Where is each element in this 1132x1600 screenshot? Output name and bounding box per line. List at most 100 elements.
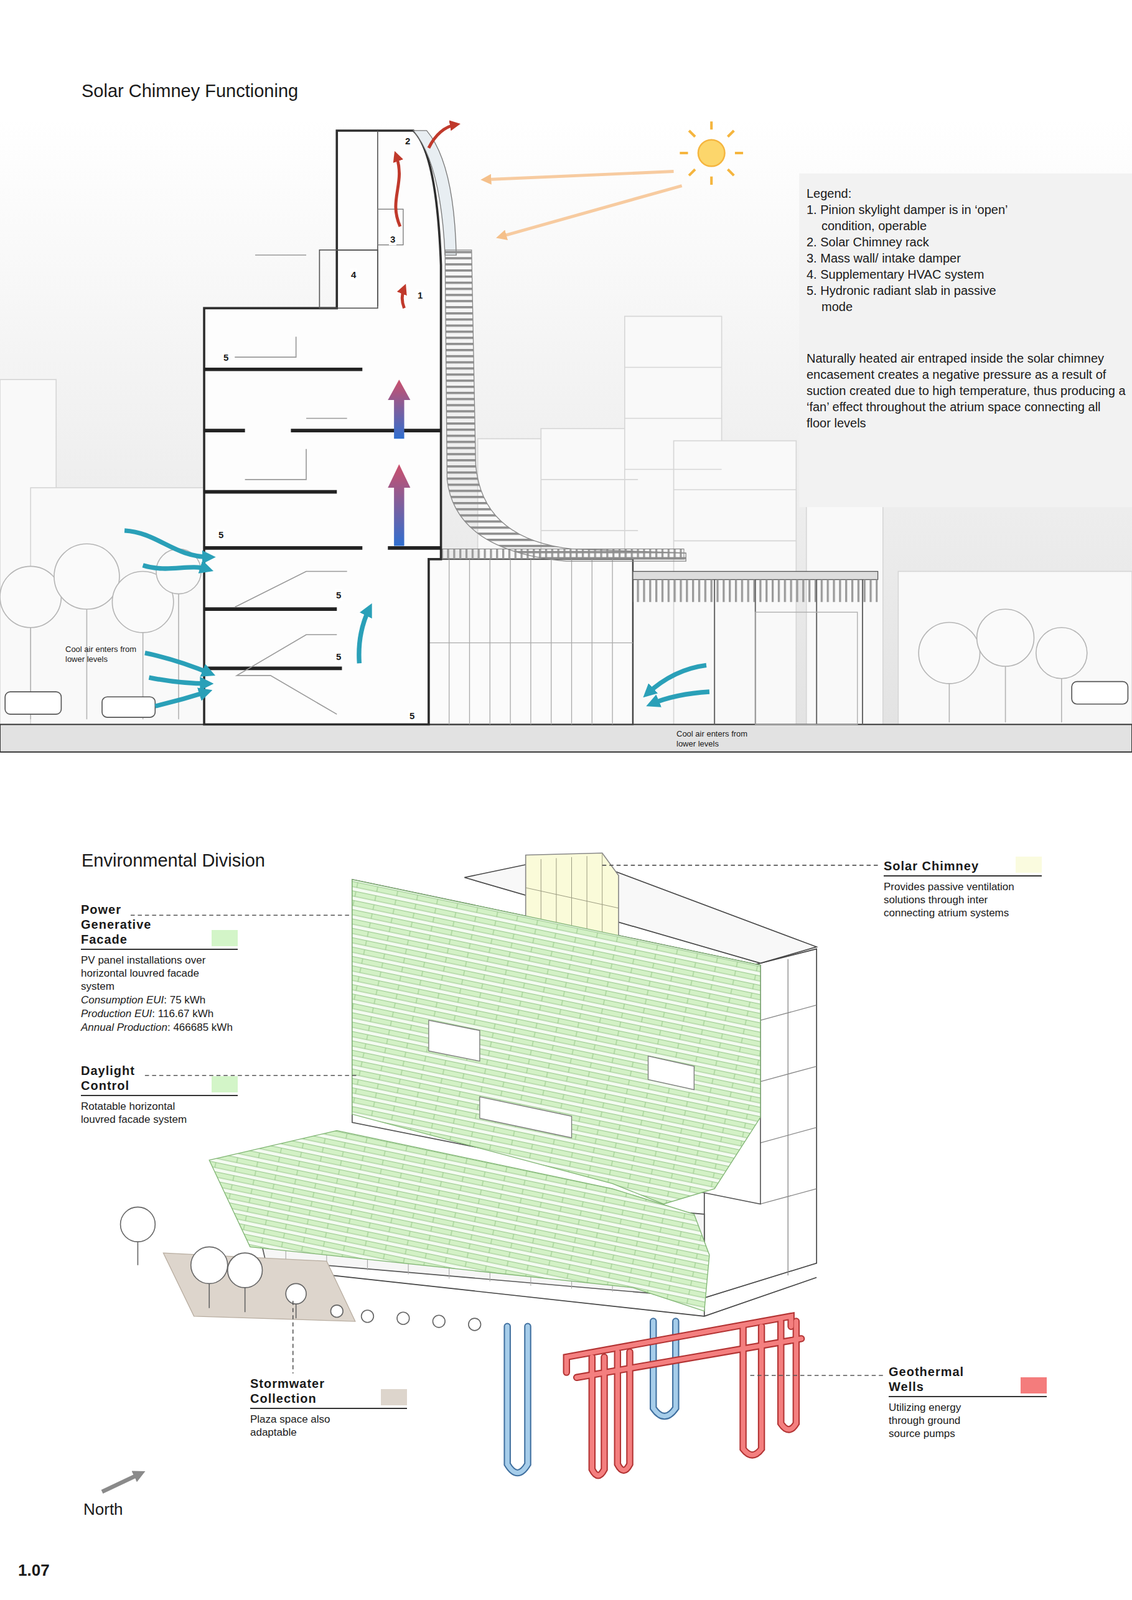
- tower-section: [234, 255, 347, 715]
- air-flow-arrows: [148, 677, 208, 684]
- trees: [54, 543, 120, 610]
- section-title: Environmental Division: [81, 849, 431, 872]
- plaza: [330, 1305, 343, 1319]
- callout-number: 2: [403, 135, 412, 147]
- geothermal-pipes: [507, 1326, 528, 1474]
- sun: [484, 171, 683, 238]
- sky: [0, 120, 1132, 726]
- plaza: [432, 1315, 445, 1329]
- plaza: [120, 1207, 482, 1331]
- legend-item: Daylight Control: [80, 1063, 238, 1097]
- building-volume: [760, 959, 817, 1276]
- legend-swatch: [1020, 1377, 1047, 1394]
- background-buildings: [806, 492, 884, 726]
- background-buildings: [540, 367, 796, 541]
- page-number: 1.07: [18, 1560, 50, 1582]
- legend-item: Solar Chimney: [883, 858, 1042, 877]
- ground: [0, 725, 1132, 753]
- energy-figure: Annual Production: 466685 kWh: [80, 1021, 243, 1035]
- callout-number: 5: [217, 528, 225, 541]
- air-flow-arrows: [124, 530, 710, 707]
- sun: [500, 186, 683, 238]
- value: : 116.67 kWh: [151, 1008, 214, 1020]
- tower-section: [319, 250, 378, 309]
- legend-item: Geothermal Wells: [888, 1364, 1047, 1398]
- plaza: [468, 1318, 482, 1332]
- cars: [4, 692, 61, 715]
- legend-heading: Geothermal Wells: [888, 1364, 983, 1395]
- geothermal-pipes: [566, 1316, 801, 1477]
- tower-section: [204, 369, 442, 669]
- podium: [632, 571, 879, 581]
- air-flow-arrows: [387, 464, 411, 546]
- legend-item: 2. Solar Chimney rack: [806, 233, 1012, 251]
- air-flow-arrows: [395, 154, 401, 227]
- legend-item: Power Generative Facade: [80, 902, 238, 951]
- geothermal-pipes: [743, 1326, 762, 1456]
- air-flow-arrows: [650, 692, 709, 705]
- geothermal-pipes: [617, 1352, 630, 1471]
- sun: [484, 121, 744, 237]
- legend-item: 3. Mass wall/ intake damper: [806, 250, 1012, 267]
- north-label: North: [83, 1499, 124, 1521]
- tower-section: [204, 130, 686, 726]
- podium: [755, 612, 858, 725]
- cars: [102, 696, 155, 718]
- airflow-note: Cool air enters from lower levels: [676, 729, 752, 750]
- section-drawing: [0, 120, 1132, 753]
- legend-swatch: [211, 930, 238, 947]
- value: : 75 kWh: [163, 994, 206, 1007]
- legend-swatch: [1015, 856, 1042, 874]
- louvred-facade: [428, 1020, 480, 1062]
- air-flow-arrows: [124, 124, 710, 707]
- leader-lines: [602, 865, 880, 867]
- plaza: [397, 1312, 410, 1325]
- leader-lines: [130, 914, 353, 917]
- callout-number: 5: [334, 650, 343, 663]
- louvred-facade: [209, 879, 761, 1312]
- sun: [679, 121, 744, 185]
- podium: [428, 559, 633, 726]
- geothermal-pipes: [566, 1316, 801, 1477]
- emphasis: Consumption EUI: [80, 994, 164, 1007]
- energy-figure: Production EUI: 116.67 kWh: [80, 1007, 243, 1021]
- trees: [977, 609, 1035, 667]
- air-flow-arrows: [154, 692, 208, 707]
- air-flow-arrows: [395, 124, 457, 309]
- podium: [714, 580, 863, 726]
- air-flow-arrows: [143, 565, 209, 571]
- background-buildings: [0, 316, 1132, 725]
- energy-figure: Consumption EUI: 75 kWh: [80, 993, 243, 1007]
- emphasis: Annual Production: [80, 1021, 168, 1034]
- trees: [918, 622, 980, 684]
- plaza: [361, 1310, 375, 1324]
- sun: [484, 171, 674, 180]
- callout-body: Provides passive ventilation solutions t…: [883, 880, 1018, 920]
- section-title: Solar Chimney Functioning: [81, 79, 431, 103]
- tower-section: [377, 209, 404, 245]
- legend-heading: Legend:: [806, 185, 1012, 202]
- callout-number: 3: [388, 233, 397, 246]
- callout-number: 5: [334, 589, 343, 602]
- legend-heading: Solar Chimney: [883, 858, 1009, 874]
- callout-number: 5: [222, 351, 230, 364]
- leader-lines: [145, 1075, 360, 1077]
- legend-swatch: [380, 1389, 407, 1406]
- geothermal-pipes: [507, 1316, 801, 1477]
- text-panel: [799, 173, 1132, 508]
- north-arrow: [102, 1473, 141, 1493]
- tower-section: [336, 130, 378, 307]
- callout-body: Rotatable horizontal louvred facade syst…: [80, 1100, 209, 1127]
- leader-lines: [130, 865, 884, 1376]
- description-text: Naturally heated air entraped inside the…: [806, 350, 1128, 432]
- background-buildings: [898, 571, 1132, 726]
- legend-item: 1. Pinion skylight damper is in ‘open’ c…: [806, 201, 1012, 234]
- plaza: [120, 1207, 156, 1243]
- podium: [428, 559, 633, 726]
- trees: [0, 566, 61, 628]
- geothermal-pipes: [576, 1339, 802, 1378]
- legend-heading: Daylight Control: [80, 1063, 175, 1094]
- callout-number: 5: [408, 710, 416, 722]
